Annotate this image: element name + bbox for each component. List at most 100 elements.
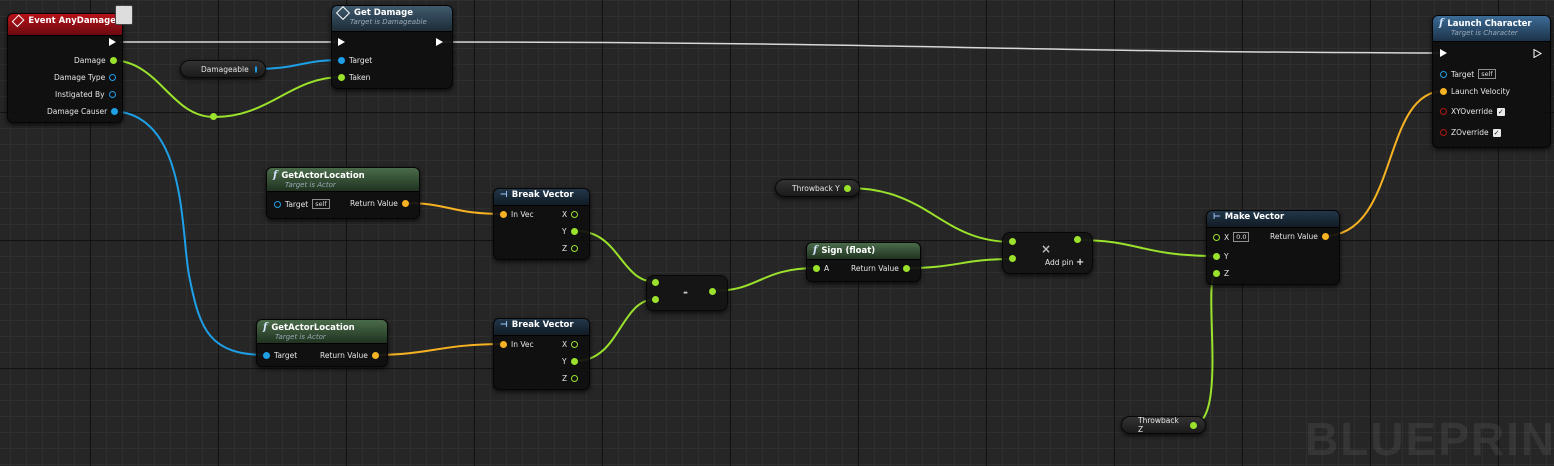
subtract-out-pin[interactable] [709,288,716,295]
damage-pin[interactable] [109,57,117,64]
target-pin[interactable] [274,200,281,208]
x-out-pin[interactable] [571,211,579,218]
node-title: Break Vector [511,320,574,330]
blueprint-watermark: BLUEPRINT [1305,413,1554,465]
make-vector-node[interactable]: ⊢Make Vector [1206,210,1340,285]
add-pin-button[interactable]: Add pin + [1045,257,1084,268]
wire-mul-makey [1076,239,1218,257]
node-title: Sign (float) [821,245,876,256]
z-in-pin[interactable] [1213,270,1220,277]
launch-velocity-pin[interactable] [1440,88,1447,95]
damage-causer-pin[interactable] [111,108,119,115]
pin-row-y: Y [562,227,578,236]
y-out-pin[interactable] [570,358,578,365]
wire-loc2-break2 [372,343,505,356]
pin-label: Target [349,56,373,65]
variable-label: Throwback Y [792,183,840,193]
node-header: ⊢Make Vector [1207,211,1339,228]
x-in-pin[interactable] [1213,233,1220,241]
xyoverride-pin[interactable] [1440,108,1447,115]
subtract-a-pin[interactable] [652,279,659,286]
event-exec-out-pin[interactable] [109,38,116,46]
pin-label: Target [1451,69,1475,79]
getdamage-exec-in-pin[interactable] [338,38,345,46]
pin-label: Z [562,374,568,383]
pin-row-target: Target [338,56,372,65]
interface-icon [115,5,133,25]
self-default-box[interactable]: self [312,199,330,209]
damage-type-pin[interactable] [109,74,117,81]
z-out-pin[interactable] [571,375,579,382]
xyoverride-checkbox[interactable]: ✓ [1496,107,1505,116]
pin-row-y: Y [1213,252,1229,261]
in-vec-pin[interactable] [500,341,507,348]
pin-label: Damage Causer [47,107,108,116]
event-title: Event AnyDamage [28,16,116,26]
x-value-input[interactable]: 0.0 [1233,232,1250,242]
pin-label: Return Value [320,351,368,360]
self-default-box[interactable]: self [1478,69,1496,79]
a-in-pin[interactable] [813,265,820,272]
launch-exec-in-pin[interactable] [1440,49,1447,57]
x-out-pin[interactable] [571,341,579,348]
message-icon [335,6,351,21]
zoverride-checkbox[interactable]: ✓ [1492,128,1501,137]
variable-label: Damageable [201,64,249,74]
throwback-y-variable-node[interactable]: Throwback Y [775,179,860,197]
return-value-pin[interactable] [401,200,409,207]
damageable-out-pin[interactable] [254,65,257,73]
pin-label: Y [562,357,567,366]
pin-row-instigated-by: Instigated By [55,90,116,99]
node-header: Event AnyDamage [8,14,122,36]
y-in-pin[interactable] [1213,253,1220,260]
zoverride-pin[interactable] [1440,129,1447,136]
target-pin[interactable] [263,352,270,359]
event-anydamage-node[interactable]: Event AnyDamage [7,13,123,123]
damageable-variable-node[interactable]: Damageable [180,60,266,78]
y-out-pin[interactable] [570,228,578,235]
return-value-pin[interactable] [1321,233,1329,240]
break-vector-node-2[interactable]: ⊣Break Vector [493,318,590,390]
pin-row-y: Y [562,357,578,366]
multiply-a-pin[interactable] [1009,238,1016,245]
getdamage-exec-out-pin[interactable] [436,38,443,46]
plus-icon: + [1075,257,1085,268]
in-vec-pin[interactable] [500,211,507,218]
pin-label: In Vec [511,340,534,349]
get-damage-node[interactable]: Get Damage Target is Damageable [331,5,453,89]
wire-sub-sign [712,267,818,292]
function-icon: f [263,322,268,333]
return-value-pin[interactable] [902,265,910,272]
launch-exec-out-pin[interactable] [1533,49,1542,58]
throwback-z-out-pin[interactable] [1190,421,1197,429]
node-title: Make Vector [1224,212,1285,222]
pin-label: Target [285,199,309,209]
instigated-by-pin[interactable] [108,91,116,98]
break-vector-node-1[interactable]: ⊣Break Vector [493,188,590,260]
throwback-z-variable-node[interactable]: Throwback Z [1121,416,1206,434]
pin-label: Z [562,244,568,253]
pin-row-z: Z [1213,269,1229,278]
target-pin[interactable] [338,57,345,64]
taken-pin[interactable] [338,74,345,81]
break-icon: ⊣ [500,190,508,200]
node-title: Break Vector [511,190,574,200]
return-value-pin[interactable] [371,352,379,359]
reroute-knot[interactable] [210,113,217,120]
multiply-b-pin[interactable] [1009,255,1016,262]
multiply-out-pin[interactable] [1074,236,1081,243]
target-pin[interactable] [1440,70,1447,78]
pin-row-return: Return Value [1270,232,1329,241]
pin-label: Z [1224,269,1230,278]
z-out-pin[interactable] [571,245,579,252]
wire-sign-mul [904,258,1014,269]
throwback-y-out-pin[interactable] [843,184,851,192]
function-icon: f [813,245,818,256]
subtract-b-pin[interactable] [652,296,659,303]
